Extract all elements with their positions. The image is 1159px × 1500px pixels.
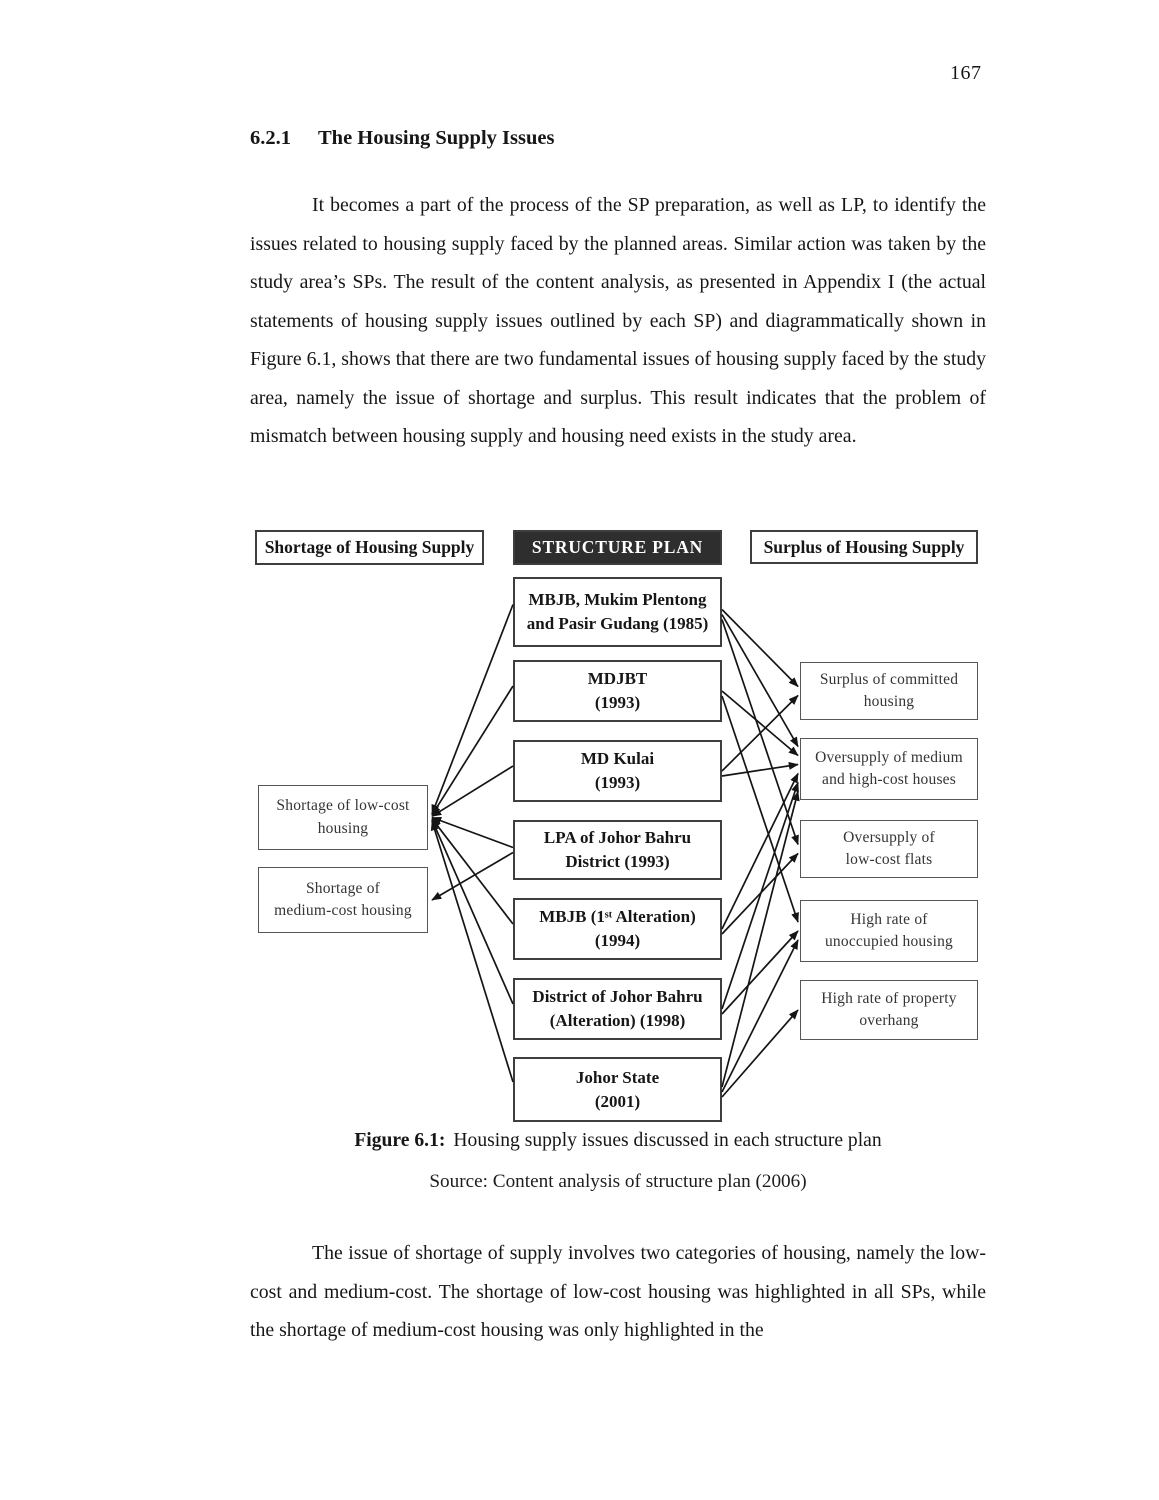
arrow-sp_mdjbt-to-high_rate_unoccupied xyxy=(721,695,799,923)
arrow-sp_lpa-to-shortage_low_cost xyxy=(431,816,514,849)
structure-plan-header-box: STRUCTURE PLAN xyxy=(513,530,722,565)
arrow-sp_johor_state-to-oversupply_medium_high xyxy=(721,790,800,1088)
sp-box-mdjbt-1993: MDJBT (1993) xyxy=(513,660,722,722)
arrow-sp_1985-to-surplus_committed xyxy=(721,608,799,688)
arrow-sp_district_jb-to-shortage_low_cost xyxy=(431,819,514,1005)
shortage-header-box: Shortage of Housing Supply xyxy=(255,530,484,565)
closing-paragraph: The issue of shortage of supply involves… xyxy=(250,1242,986,1341)
sp-box-johor-state-2001: Johor State (2001) xyxy=(513,1057,722,1122)
section-heading: 6.2.1 The Housing Supply Issues xyxy=(250,127,554,150)
arrow-sp_1985-to-oversupply_medium_high xyxy=(721,614,799,748)
arrow-sp_md_kulai-to-shortage_low_cost xyxy=(431,765,514,818)
arrow-sp_1985-to-shortage_low_cost xyxy=(431,604,514,815)
arrow-sp_johor_state-to-high_rate_property_overhang xyxy=(721,1009,799,1098)
arrow-sp_mdjbt-to-shortage_low_cost xyxy=(431,685,514,816)
sp-box-md-kulai-1993: MD Kulai (1993) xyxy=(513,740,722,802)
arrow-sp_mbjb_1a-to-oversupply_low_cost_flats xyxy=(721,852,799,935)
issue-box-shortage-low-cost: Shortage of low-cost housing xyxy=(258,785,428,850)
arrow-sp_district_jb-to-high_rate_unoccupied xyxy=(721,930,799,1015)
arrow-sp_district_jb-to-oversupply_medium_high xyxy=(721,781,799,1010)
arrow-sp_mbjb_1a-to-oversupply_medium_high xyxy=(721,772,799,930)
issue-box-shortage-medium-cost: Shortage of medium-cost housing xyxy=(258,867,428,933)
issue-box-high-rate-overhang: High rate of property overhang xyxy=(800,980,978,1040)
sp-box-mbjb-1st-alteration-1994: MBJB (1ˢᵗ Alteration) (1994) xyxy=(513,898,722,960)
sp-box-district-johor-bahru-1998: District of Johor Bahru (Alteration) (19… xyxy=(513,978,722,1040)
issue-box-high-rate-unoccupied: High rate of unoccupied housing xyxy=(800,900,978,962)
sp-box-mbjb-1985: MBJB, Mukim Plentong and Pasir Gudang (1… xyxy=(513,577,722,647)
arrow-sp_johor_state-to-shortage_low_cost xyxy=(430,820,514,1083)
figure-caption-label: Figure 6.1: xyxy=(354,1130,446,1151)
figure-source: Source: Content analysis of structure pl… xyxy=(429,1171,807,1192)
issue-box-surplus-committed: Surplus of committed housing xyxy=(800,662,978,720)
page-number: 167 xyxy=(950,62,982,84)
arrow-sp_md_kulai-to-surplus_committed xyxy=(721,694,799,772)
arrow-sp_mbjb_1a-to-shortage_low_cost xyxy=(431,818,514,925)
arrow-sp_md_kulai-to-oversupply_medium_high xyxy=(721,761,799,777)
surplus-header-box: Surplus of Housing Supply xyxy=(750,530,978,564)
section-title: The Housing Supply Issues xyxy=(318,127,555,149)
issue-box-oversupply-medium-high: Oversupply of medium and high-cost house… xyxy=(800,738,978,800)
section-number: 6.2.1 xyxy=(250,127,291,149)
issue-box-oversupply-low-cost-flats: Oversupply of low-cost flats xyxy=(800,820,978,878)
figure-caption: Figure 6.1: Housing supply issues discuss… xyxy=(212,1130,1024,1152)
intro-paragraph: It becomes a part of the process of the … xyxy=(250,194,986,447)
arrow-sp_lpa-to-shortage_medium_cost xyxy=(431,851,514,901)
sp-box-lpa-johor-bahru-1993: LPA of Johor Bahru District (1993) xyxy=(513,820,722,880)
arrow-sp_johor_state-to-high_rate_unoccupied xyxy=(721,939,799,1093)
arrow-sp_1985-to-oversupply_low_cost_flats xyxy=(721,619,799,846)
arrow-sp_mdjbt-to-oversupply_medium_high xyxy=(721,690,799,757)
figure-caption-text: Housing supply issues discussed in each … xyxy=(453,1130,882,1151)
